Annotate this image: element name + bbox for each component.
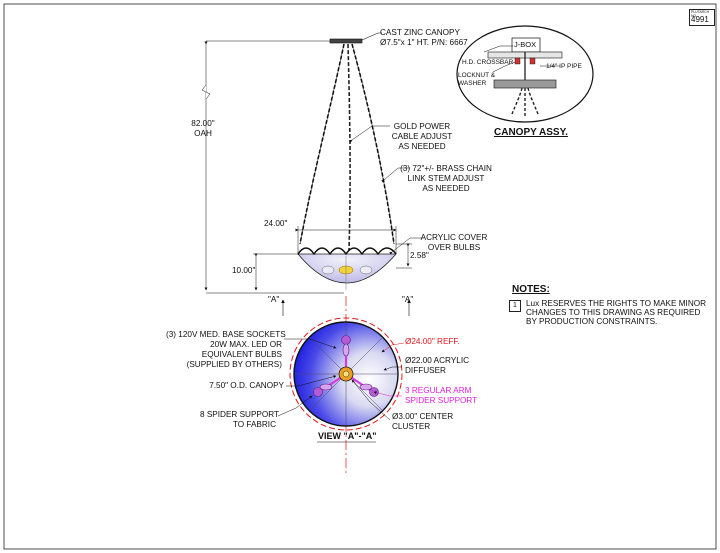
reff-circle [289,317,403,431]
diffuser-line-2: DIFFUSER [405,366,446,375]
spider-line-1: 8 SPIDER SUPPORT [200,410,280,419]
view-a-title: VIEW "A"-"A" [318,431,377,441]
section-mark-left: "A" [268,295,280,304]
sockets-line-2: 20W MAX. LED OR [210,340,282,349]
detail-canopy [493,79,557,89]
center-line-1: Ø3.00" CENTER [392,412,454,421]
note-number-box: 1 [509,300,521,312]
cover-dimension [396,243,412,269]
height-dimension [253,253,298,291]
elevation-leaders [349,125,424,255]
sheet-border [3,3,717,550]
detail-chains [511,87,539,116]
sockets-line-4: (SUPPLIED BY OTHERS) [186,360,282,369]
canopy-plate [329,38,363,44]
chain-line-2: LINK STEM ADJUST [407,174,485,183]
locknut-line-1: LOCKNUT & [458,72,496,79]
chain-line-1: (3) 72"+/- BRASS CHAIN [400,164,492,173]
note-1-line-2: CHANGES TO THIS DRAWING AS REQUIRED [526,308,701,317]
oah-label: OAH [194,129,212,138]
oah-value: 82.00" [191,119,215,128]
notes-title: NOTES: [512,284,550,295]
section-mark-right: "A" [402,295,414,304]
section-arrows [281,299,411,316]
canopy-assy-title: CANOPY ASSY. [494,127,568,138]
note-1-line-3: BY PRODUCTION CONSTRAINTS. [526,317,658,326]
sockets-line-1: (3) 120V MED. BASE SOCKETS [166,330,286,339]
crossbar-label: H.D. CROSSBAR [462,59,514,66]
sockets [313,335,379,397]
arm-line-1: 3 REGULAR ARM [405,386,472,395]
spider-line-2: TO FABRIC [232,420,276,429]
note-1-line-1: Lux RESERVES THE RIGHTS TO MAKE MINOR [526,299,707,308]
drawing-number: 4991 [691,15,709,24]
jbox-label: J-BOX [514,40,537,49]
cover-dim-label: 2.58" [410,251,429,260]
brass-chains [299,43,395,251]
diffuser-line-1: Ø22.00 ACRYLIC [405,356,470,365]
arm-line-2: SPIDER SUPPORT [405,396,478,405]
drawing-number-caption: PLUTARCH NO. [691,10,710,18]
height-dim-label: 10.00" [232,266,256,275]
oah-dimension [201,40,344,294]
canopy-label: CAST ZINC CANOPY [380,28,460,37]
scalloped-edge [297,247,397,256]
chain-line-3: AS NEEDED [422,184,470,193]
view-leaders [277,338,405,421]
center-line-2: CLUSTER [392,422,431,431]
view-a-a [277,317,405,443]
acrylic-cover-line-2: OVER BULBS [427,243,481,252]
sockets-line-3: EQUIVALENT BULBS [201,350,282,359]
od-canopy-label: 7.50" O.D. CANOPY [209,381,284,390]
acrylic-cover-line-1: ACRYLIC COVER [420,233,488,242]
power-cable-line-2: CABLE ADJUST [391,132,453,141]
elevation-view [201,32,424,316]
power-cable-line-1: GOLD POWER [393,122,451,131]
bulbs [321,256,373,290]
canopy-dim: Ø7.5"x 1" HT. P/N: 6667 [380,38,468,47]
drawing-number-box: PLUTARCH NO. 4991 [689,9,715,26]
locknut-line-2: WASHER [458,80,487,87]
canopy-assy-detail [456,25,594,123]
power-cable-line-3: AS NEEDED [398,142,446,151]
pipe-label: 1/4" IP PIPE [546,63,582,70]
width-dim-label: 24.00" [264,219,288,228]
width-dimension [295,226,397,254]
reff-label: Ø24.00" REFF. [405,337,460,346]
